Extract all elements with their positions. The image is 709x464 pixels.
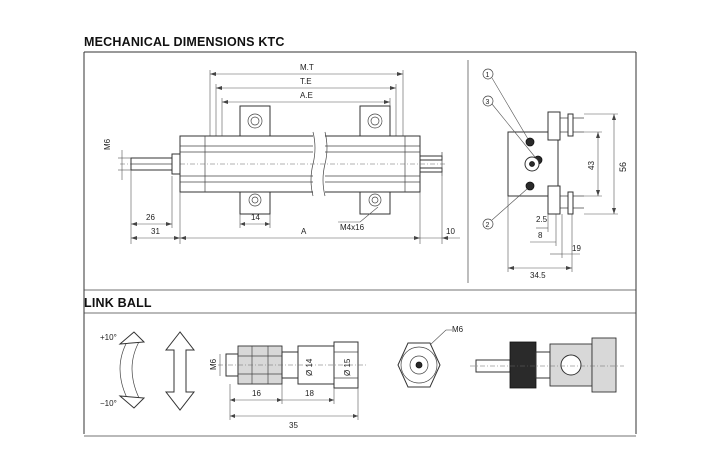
label-callout-2: 2 (486, 222, 490, 229)
label-31: 31 (151, 227, 160, 236)
section-nut (509, 341, 537, 389)
label-10: 10 (446, 227, 455, 236)
label-a: A (301, 227, 307, 236)
callout-3 (482, 95, 494, 107)
label-34-5: 34.5 (530, 271, 546, 280)
link-ball-side-view (218, 341, 366, 420)
transducer-side-view (118, 70, 460, 244)
label-8: 8 (538, 231, 543, 240)
label-43: 43 (587, 161, 596, 170)
label-19: 19 (572, 244, 581, 253)
label-te: T.E (300, 77, 312, 86)
label-16: 16 (252, 389, 261, 398)
label-minus-10: −10° (100, 399, 117, 408)
label-2-5: 2.5 (536, 215, 548, 224)
label-35: 35 (289, 421, 298, 430)
label-callout-3: 3 (486, 99, 490, 106)
end-view-bracket-top (547, 111, 561, 141)
label-26: 26 (146, 213, 155, 222)
label-callout-1: 1 (486, 72, 490, 79)
label-56: 56 (618, 162, 628, 172)
end-view (482, 68, 618, 272)
link-ball-section-view (470, 337, 624, 393)
link-ball-title: LINK BALL (84, 296, 152, 310)
callout-1 (482, 68, 494, 80)
label-dia-14: Ø 14 (305, 358, 314, 376)
label-18: 18 (305, 389, 314, 398)
label-ae: A.E (300, 91, 313, 100)
end-view-bracket-bottom (547, 185, 561, 215)
mount-clamp-top-right (359, 105, 391, 137)
screw-1 (525, 137, 535, 147)
label-lb-m6: M6 (209, 358, 218, 370)
label-14: 14 (251, 213, 260, 222)
translation-symbol (164, 331, 196, 411)
callout-2 (482, 218, 494, 230)
screw-2 (525, 181, 535, 191)
link-ball-front-view (397, 329, 452, 388)
label-front-m6: M6 (452, 325, 464, 334)
label-dia-15: Ø 15 (343, 358, 352, 376)
m4x16-leader (359, 206, 379, 223)
mechanical-dimensions-title: MECHANICAL DIMENSIONS KTC (84, 35, 285, 49)
label-m6: M6 (103, 138, 112, 150)
label-m4x16: M4x16 (340, 223, 365, 232)
label-mt: M.T (300, 63, 314, 72)
label-plus-10: +10° (100, 333, 117, 342)
rotation-symbol (118, 331, 146, 409)
